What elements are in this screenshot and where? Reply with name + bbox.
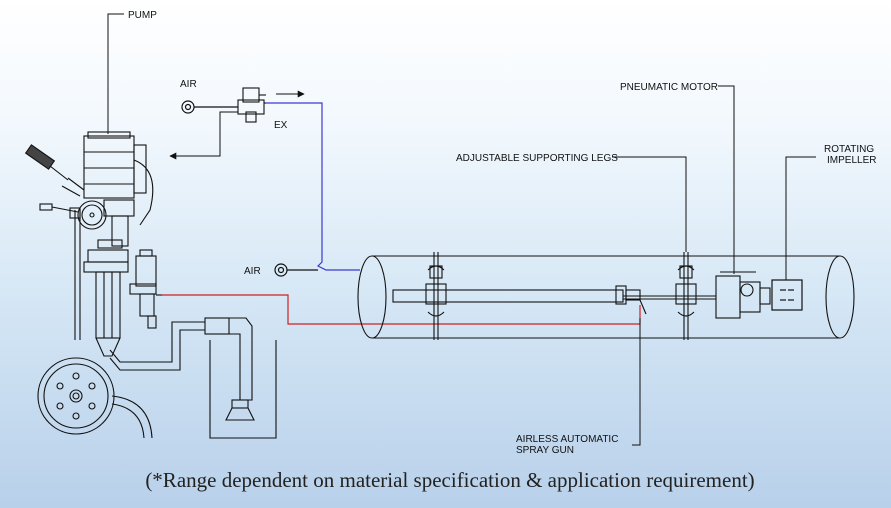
label-pump: PUMP bbox=[128, 10, 157, 21]
label-rotating: ROTATING bbox=[824, 144, 874, 155]
pipe-cylinder bbox=[357, 255, 855, 339]
air-inlet-mid bbox=[274, 263, 318, 277]
pneumatic-motor bbox=[715, 271, 771, 319]
label-airless-1: AIRLESS AUTOMATIC bbox=[516, 434, 618, 445]
supporting-legs-left bbox=[425, 252, 447, 340]
label-air-top: AIR bbox=[180, 79, 197, 90]
spray-lance bbox=[392, 285, 716, 315]
pump-unit bbox=[24, 131, 277, 439]
label-adjustable-legs: ADJUSTABLE SUPPORTING LEGS bbox=[456, 153, 618, 164]
air-valve bbox=[237, 87, 266, 123]
supporting-legs-right bbox=[675, 252, 697, 340]
label-pneumatic-motor: PNEUMATIC MOTOR bbox=[620, 82, 718, 93]
air-inlet-top bbox=[181, 100, 238, 114]
return-arrow bbox=[169, 111, 238, 160]
label-air-mid: AIR bbox=[244, 266, 261, 277]
leader-lines bbox=[107, 13, 816, 446]
label-airless-2: SPRAY GUN bbox=[516, 445, 574, 456]
rotating-impeller bbox=[771, 279, 803, 311]
label-ex: EX bbox=[274, 120, 288, 131]
label-impeller: IMPELLER bbox=[827, 155, 876, 166]
paint-hose-line bbox=[162, 294, 641, 325]
air-hose-line bbox=[266, 102, 360, 271]
range-caption: (*Range dependent on material specificat… bbox=[145, 468, 754, 492]
